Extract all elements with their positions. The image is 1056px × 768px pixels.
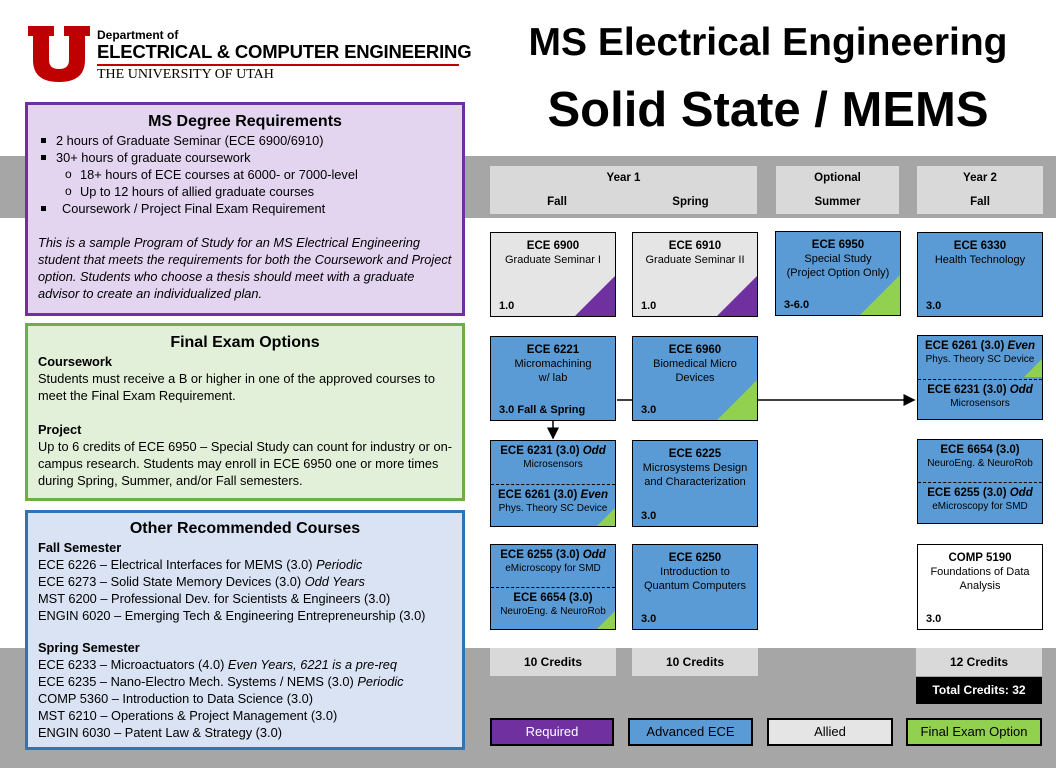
- spring-semester-title: Spring Semester: [38, 640, 140, 655]
- list-item: ENGIN 6030 – Patent Law & Strategy (3.0): [38, 725, 282, 740]
- coursework-text: Students must receive a B or higher in o…: [38, 371, 435, 403]
- required-marker: [575, 276, 615, 316]
- header-year2: Year 2 Fall: [917, 166, 1043, 214]
- logo-dept: Department of: [97, 28, 179, 42]
- legend-final-exam: Final Exam Option: [906, 718, 1042, 746]
- list-item: ECE 6233 – Microactuators (4.0) Even Yea…: [38, 657, 397, 672]
- requirements-panel: MS Degree Requirements 2 hours of Gradua…: [25, 102, 465, 316]
- header-summer: Optional Summer: [776, 166, 899, 214]
- other-heading: Other Recommended Courses: [129, 520, 361, 537]
- credits-fall: 10 Credits: [490, 648, 616, 676]
- final-exam-marker: [1024, 359, 1042, 377]
- course-year2-6654-6255[interactable]: ECE 6654 (3.0) NeuroEng. & NeuroRob ECE …: [917, 439, 1043, 524]
- list-item: 2 hours of Graduate Seminar (ECE 6900/69…: [38, 132, 452, 149]
- project-text: Up to 6 credits of ECE 6950 – Special St…: [38, 439, 452, 488]
- requirements-note: This is a sample Program of Study for an…: [38, 235, 452, 301]
- credits-spring: 10 Credits: [632, 648, 758, 676]
- final-exam-marker: [717, 380, 757, 420]
- course-ece-6910[interactable]: ECE 6910 Graduate Seminar II 1.0: [632, 232, 758, 317]
- list-item: COMP 5360 – Introduction to Data Science…: [38, 691, 314, 706]
- project-title: Project: [38, 422, 82, 437]
- final-exam-heading: Final Exam Options: [170, 334, 320, 351]
- final-exam-panel: Final Exam Options Coursework Students m…: [25, 323, 465, 501]
- course-ece-6225[interactable]: ECE 6225 Microsystems Design and Charact…: [632, 440, 758, 527]
- logo-divider: [97, 64, 459, 66]
- legend-advanced-ece: Advanced ECE: [628, 718, 753, 746]
- requirements-heading: MS Degree Requirements: [148, 113, 342, 130]
- list-item: 18+ hours of ECE courses at 6000- or 700…: [38, 166, 452, 183]
- logo-university: THE UNIVERSITY OF UTAH: [97, 67, 274, 82]
- list-item: MST 6210 – Operations & Project Manageme…: [38, 708, 338, 723]
- other-courses-panel: Other Recommended Courses Fall Semester …: [25, 510, 465, 750]
- course-ece-6250[interactable]: ECE 6250 Introduction to Quantum Compute…: [632, 544, 758, 630]
- list-item: 30+ hours of graduate coursework: [38, 149, 452, 166]
- list-item: ECE 6273 – Solid State Memory Devices (3…: [38, 574, 365, 589]
- course-ece-6900[interactable]: ECE 6900 Graduate Seminar I 1.0: [490, 232, 616, 317]
- list-item: ENGIN 6020 – Emerging Tech & Engineering…: [38, 608, 426, 623]
- fall-semester-title: Fall Semester: [38, 540, 122, 555]
- course-fall-6231-6261[interactable]: ECE 6231 (3.0) Odd Microsensors ECE 6261…: [490, 440, 616, 527]
- course-ece-6330[interactable]: ECE 6330 Health Technology 3.0: [917, 232, 1043, 317]
- list-item: Up to 12 hours of allied graduate course…: [38, 183, 452, 200]
- logo-ece: ELECTRICAL & COMPUTER ENGINEERING: [97, 41, 472, 62]
- list-item: ECE 6226 – Electrical Interfaces for MEM…: [38, 557, 363, 572]
- course-year2-6261-6231[interactable]: ECE 6261 (3.0) Even Phys. Theory SC Devi…: [917, 335, 1043, 420]
- course-comp-5190[interactable]: COMP 5190 Foundations of Data Analysis 3…: [917, 544, 1043, 630]
- course-ece-6950[interactable]: ECE 6950 Special Study (Project Option O…: [775, 231, 901, 316]
- credits-fall-year2: 12 Credits: [916, 648, 1042, 676]
- required-marker: [717, 276, 757, 316]
- course-ece-6221[interactable]: ECE 6221 Micromachining w/ lab 3.0 Fall …: [490, 336, 616, 421]
- course-fall-6255-6654[interactable]: ECE 6255 (3.0) Odd eMicroscopy for SMD E…: [490, 544, 616, 630]
- university-u-logo: [28, 26, 90, 82]
- legend-allied: Allied: [767, 718, 893, 746]
- final-exam-marker: [597, 508, 615, 526]
- requirements-list: 2 hours of Graduate Seminar (ECE 6900/69…: [38, 132, 452, 217]
- total-credits: Total Credits: 32: [916, 677, 1042, 704]
- legend-required: Required: [490, 718, 614, 746]
- coursework-title: Coursework: [38, 354, 112, 369]
- final-exam-marker: [597, 611, 615, 629]
- list-item: MST 6200 – Professional Dev. for Scienti…: [38, 591, 391, 606]
- final-exam-marker: [860, 275, 900, 315]
- header-year1: Year 1 Fall Spring: [490, 166, 757, 214]
- page-title: MS Electrical Engineering: [528, 21, 1008, 64]
- list-item: Coursework / Project Final Exam Requirem…: [38, 200, 452, 217]
- list-item: ECE 6235 – Nano-Electro Mech. Systems / …: [38, 674, 404, 689]
- page-subtitle: Solid State / MEMS: [547, 83, 989, 137]
- course-ece-6960[interactable]: ECE 6960 Biomedical Micro Devices 3.0: [632, 336, 758, 421]
